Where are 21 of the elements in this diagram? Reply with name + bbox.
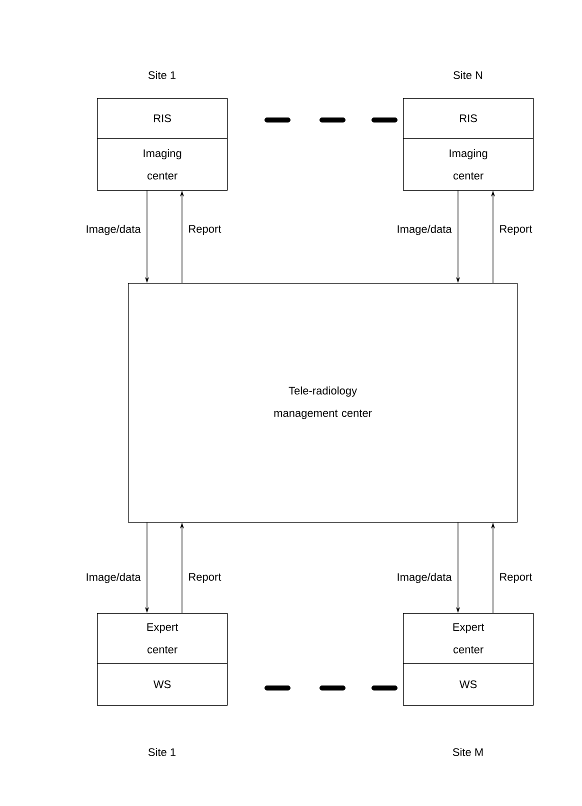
section-box: Expert center xyxy=(403,613,534,664)
node-label: Site N xyxy=(454,70,482,80)
section-box: RIS xyxy=(403,98,534,139)
edge-label: Report xyxy=(500,225,532,235)
section-box: WS xyxy=(97,663,228,706)
edge-label: Report xyxy=(189,225,222,235)
section-box: Imaging center xyxy=(97,138,228,191)
edge-label: Image/data xyxy=(398,572,452,584)
section-box: Imaging center xyxy=(403,138,534,191)
section-box: RIS xyxy=(97,98,228,139)
edge-label: Report xyxy=(189,573,222,583)
edge-label: Image/data xyxy=(86,572,141,584)
edge-label: Report xyxy=(500,573,532,583)
node-label: Site 1 xyxy=(148,748,176,756)
node-label: Site 1 xyxy=(148,70,176,80)
edge-label: Image/data xyxy=(398,224,452,236)
edge-label: Image/data xyxy=(86,224,141,236)
section-box: Expert center xyxy=(97,613,228,664)
section-box: WS xyxy=(403,663,534,706)
node-label: Site M xyxy=(452,748,483,756)
center-box: Tele-radiology management center xyxy=(128,283,518,523)
